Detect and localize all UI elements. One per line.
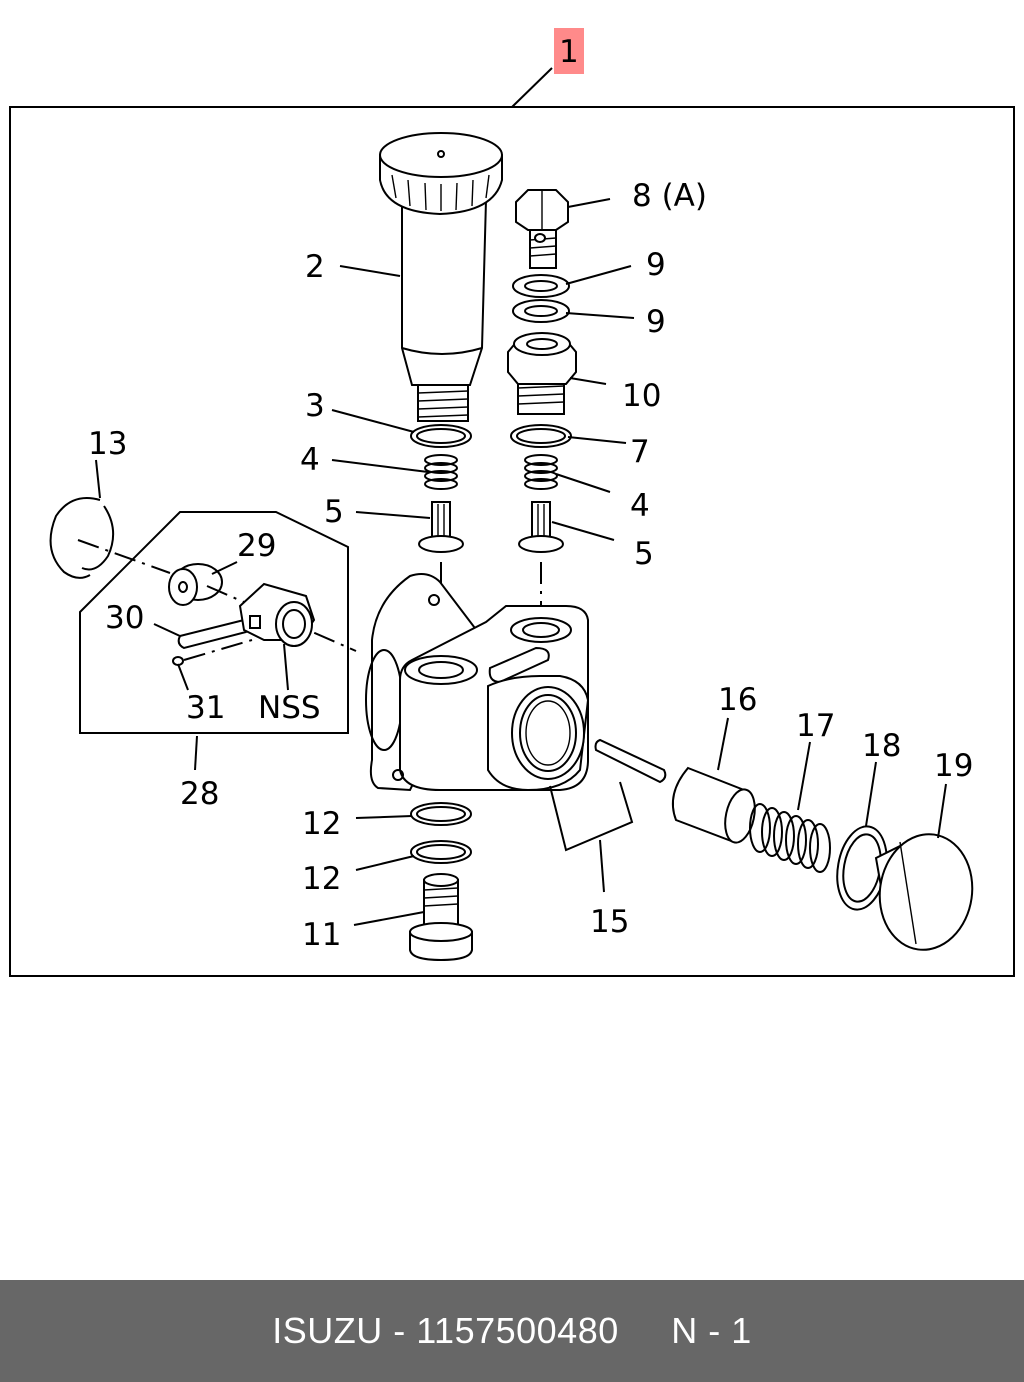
label-part-12-lower[interactable]: 12 bbox=[302, 861, 341, 897]
label-part-4-left[interactable]: 4 bbox=[300, 442, 320, 478]
label-part-4-right[interactable]: 4 bbox=[630, 488, 650, 524]
parts-diagram: 1 bbox=[9, 28, 1015, 977]
label-part-8[interactable]: 8 (A) bbox=[632, 178, 707, 214]
label-part-9-lower[interactable]: 9 bbox=[646, 304, 666, 340]
footer-brand: ISUZU bbox=[272, 1310, 383, 1351]
label-part-9-upper[interactable]: 9 bbox=[646, 247, 666, 283]
footer-bar: ISUZU - 1157500480 N - 1 bbox=[0, 1280, 1024, 1382]
plug-19 bbox=[874, 833, 974, 951]
spring-4-right bbox=[524, 454, 558, 490]
subassembly-28-bracket bbox=[79, 511, 349, 734]
diagram-frame bbox=[9, 106, 1015, 977]
priming-pump-handle bbox=[379, 132, 503, 422]
connector-fitting bbox=[507, 332, 577, 415]
callout-1[interactable]: 1 bbox=[559, 34, 579, 70]
check-valve-5-right bbox=[518, 501, 564, 553]
label-part-11[interactable]: 11 bbox=[302, 917, 341, 953]
label-part-12-upper[interactable]: 12 bbox=[302, 806, 341, 842]
tappet-nss bbox=[238, 582, 316, 647]
plug-11 bbox=[409, 873, 473, 962]
washer-9-lower bbox=[512, 299, 570, 323]
label-part-19[interactable]: 19 bbox=[934, 748, 973, 784]
label-part-5-right[interactable]: 5 bbox=[634, 536, 654, 572]
label-part-16[interactable]: 16 bbox=[718, 682, 757, 718]
label-part-17[interactable]: 17 bbox=[796, 708, 835, 744]
label-part-13[interactable]: 13 bbox=[88, 426, 127, 462]
footer-page-ref: N - 1 bbox=[671, 1310, 752, 1351]
pin-15 bbox=[594, 738, 667, 784]
label-part-10[interactable]: 10 bbox=[622, 378, 661, 414]
clip-31 bbox=[172, 656, 184, 666]
label-part-30[interactable]: 30 bbox=[105, 600, 144, 636]
label-part-5-left[interactable]: 5 bbox=[324, 494, 344, 530]
label-part-18[interactable]: 18 bbox=[862, 728, 901, 764]
footer-gap bbox=[619, 1310, 672, 1352]
footer-separator: - bbox=[382, 1310, 417, 1351]
spring-17 bbox=[749, 803, 831, 873]
footer-part-number: 1157500480 bbox=[416, 1310, 619, 1351]
spring-4-left bbox=[424, 454, 458, 490]
label-part-28[interactable]: 28 bbox=[180, 776, 219, 812]
label-part-29[interactable]: 29 bbox=[237, 528, 276, 564]
check-valve-5-left bbox=[418, 501, 464, 553]
leader-lines bbox=[95, 198, 947, 926]
label-part-31[interactable]: 31 bbox=[186, 690, 225, 726]
pump-body bbox=[365, 573, 590, 792]
hollow-bolt bbox=[515, 189, 569, 269]
sleeve-16 bbox=[672, 766, 756, 844]
label-part-2[interactable]: 2 bbox=[305, 249, 325, 285]
label-part-7[interactable]: 7 bbox=[630, 434, 650, 470]
label-part-15[interactable]: 15 bbox=[590, 904, 629, 940]
callout-1-box bbox=[554, 28, 584, 74]
snap-ring-13 bbox=[49, 497, 101, 579]
label-part-3[interactable]: 3 bbox=[305, 388, 325, 424]
washer-9-upper bbox=[512, 274, 570, 298]
roller-29 bbox=[168, 563, 223, 606]
label-nss[interactable]: NSS bbox=[258, 690, 321, 726]
